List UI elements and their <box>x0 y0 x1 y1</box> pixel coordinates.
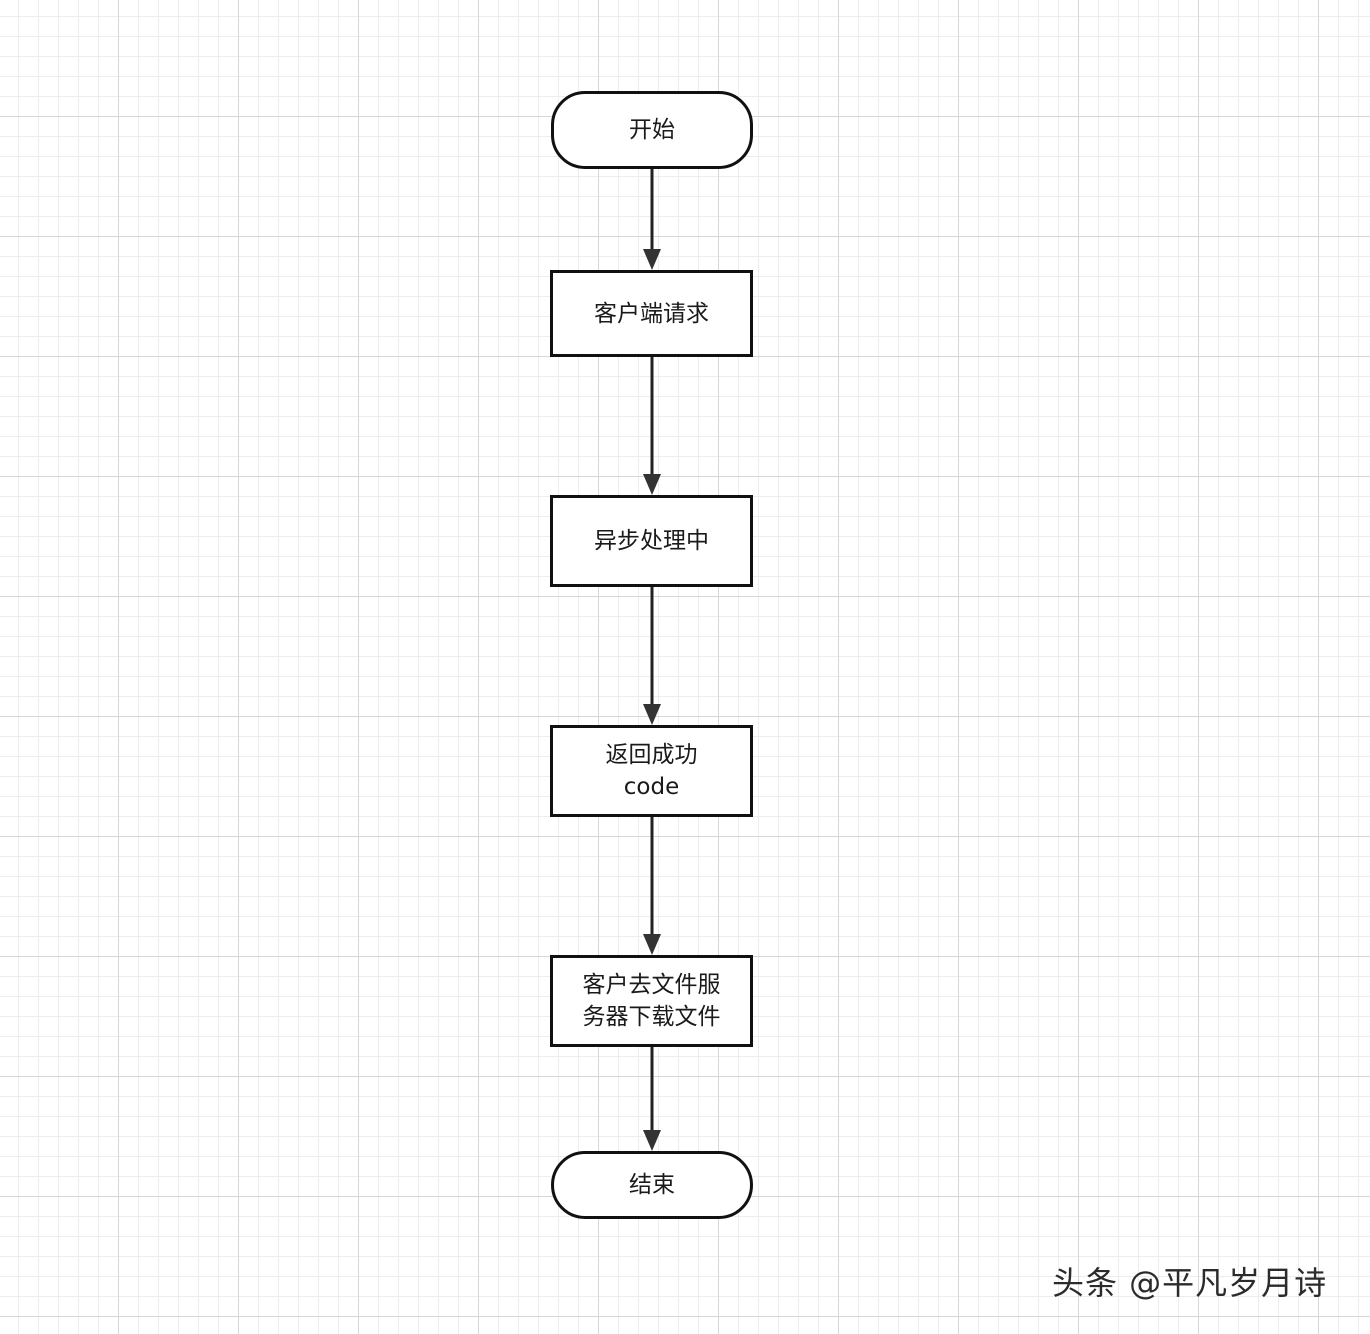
arrowhead-start-to-client-request <box>643 249 661 270</box>
arrowhead-client-request-to-async <box>643 474 661 495</box>
start-node: 开始 <box>551 91 753 169</box>
download-file-node: 客户去文件服 务器下载文件 <box>550 955 753 1047</box>
async-processing-node: 异步处理中 <box>550 495 753 587</box>
client-request-label: 客户端请求 <box>594 300 709 327</box>
arrowhead-return-code-to-download <box>643 934 661 955</box>
start-node-label: 开始 <box>629 117 675 143</box>
return-success-label-line2: code <box>623 774 680 800</box>
return-success-label-line1: 返回成功 <box>605 742 698 768</box>
arrowhead-download-to-end <box>643 1130 661 1151</box>
download-file-label-line1: 客户去文件服 <box>582 972 721 998</box>
arrowhead-async-to-return-code <box>643 704 661 725</box>
watermark-text: 头条 @平凡岁月诗 <box>1052 1264 1328 1302</box>
end-node: 结束 <box>551 1151 753 1219</box>
download-file-label-line2: 务器下载文件 <box>582 1004 721 1030</box>
end-node-label: 结束 <box>629 1172 675 1198</box>
client-request-node: 客户端请求 <box>550 270 753 357</box>
return-success-code-node: 返回成功 code <box>550 725 753 817</box>
async-processing-label: 异步处理中 <box>594 528 709 554</box>
